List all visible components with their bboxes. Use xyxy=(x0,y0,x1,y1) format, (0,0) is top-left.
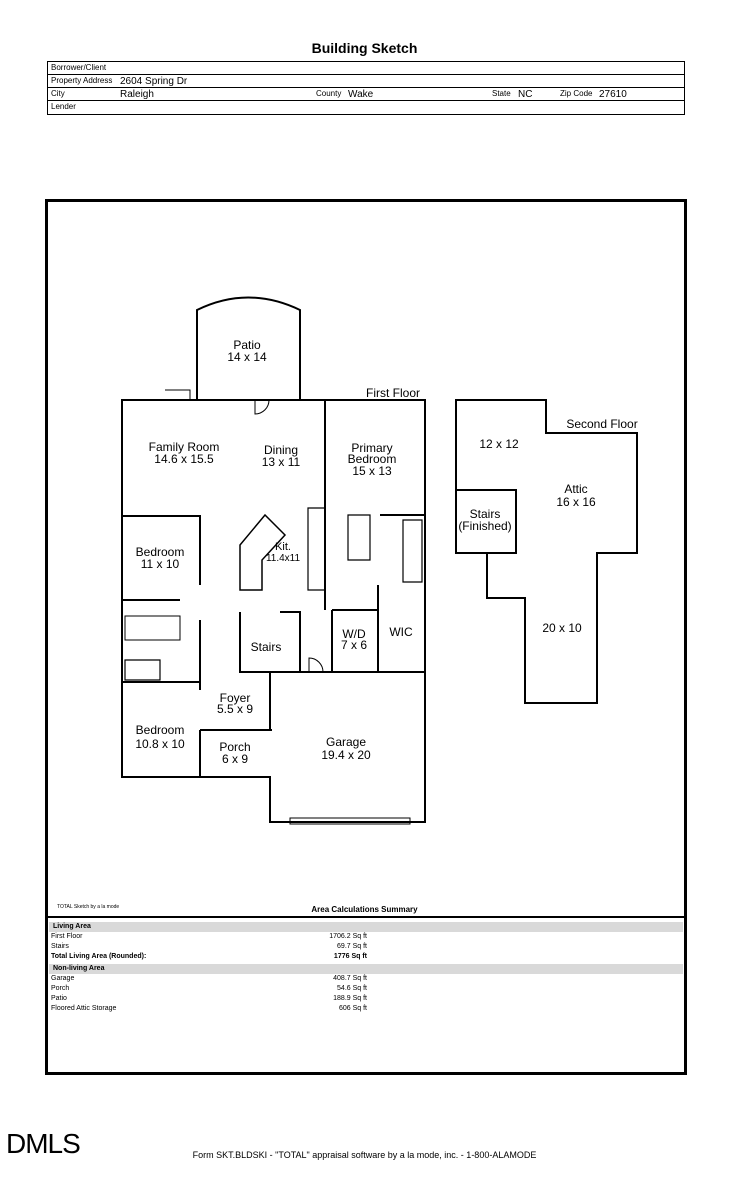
primary-dims: 15 x 13 xyxy=(352,464,392,478)
family-room-name: Family Room xyxy=(149,440,220,454)
first-floor-label: First Floor xyxy=(366,386,420,400)
dmls-logo: DMLS xyxy=(6,1128,81,1159)
dining-dims: 13 x 11 xyxy=(262,455,301,469)
zip-value: 27610 xyxy=(599,89,627,100)
county-value: Wake xyxy=(348,89,374,100)
kitchen-name: Kit. xyxy=(275,541,291,553)
address-label: Property Address xyxy=(51,76,113,85)
nonliving-row-value: 606 Sq ft xyxy=(338,1005,367,1012)
state-value: NC xyxy=(518,89,533,100)
attic-dims: 16 x 16 xyxy=(556,495,596,509)
county-label: County xyxy=(316,89,342,98)
wd-dims: 7 x 6 xyxy=(341,638,367,652)
nonliving-row-label: Floored Attic Storage xyxy=(51,1005,117,1012)
lender-label: Lender xyxy=(51,102,76,111)
primary-name: Primary xyxy=(351,441,392,455)
garage-dims: 19.4 x 20 xyxy=(321,748,371,762)
dining-name: Dining xyxy=(264,443,298,457)
zip-label: Zip Code xyxy=(560,89,593,98)
address-value: 2604 Spring Dr xyxy=(120,76,188,87)
room-12x12-dims: 12 x 12 xyxy=(479,437,519,451)
wd-name: W/D xyxy=(342,627,366,641)
foyer-dims: 5.5 x 9 xyxy=(217,702,253,716)
foyer-name: Foyer xyxy=(220,691,251,705)
city-label: City xyxy=(51,89,65,98)
page-title: Building Sketch xyxy=(311,40,418,56)
patio-dims: 14 x 14 xyxy=(227,350,267,364)
patio-name: Patio xyxy=(233,338,261,352)
bedroom2-dims: 10.8 x 10 xyxy=(135,737,185,751)
nonliving-row-value: 54.6 Sq ft xyxy=(337,985,367,992)
living-row-label: Stairs xyxy=(51,943,69,950)
state-label: State xyxy=(492,89,511,98)
patio-outline xyxy=(196,296,301,400)
second-floor-label: Second Floor xyxy=(566,417,637,431)
primary-name2: Bedroom xyxy=(348,452,397,466)
living-row-label: First Floor xyxy=(51,933,83,940)
stairs2-name2: (Finished) xyxy=(458,519,511,533)
stairs-name: Stairs xyxy=(251,640,282,654)
form-footer: Form SKT.BLDSKI - "TOTAL" appraisal soft… xyxy=(192,1150,537,1160)
living-row-value: 1706.2 Sq ft xyxy=(329,933,367,940)
bedroom1-dims: 11 x 10 xyxy=(141,557,180,571)
kitchen-dims: 11.4x11 xyxy=(266,553,301,564)
total-living-value: 1776 Sq ft xyxy=(333,953,367,960)
borrower-row: Borrower/Client xyxy=(48,62,684,75)
nonliving-row-label: Porch xyxy=(51,985,70,992)
lender-row: Lender xyxy=(48,101,684,115)
second-floor-stairs-outline xyxy=(456,489,517,554)
nonliving-row-value: 408.7 Sq ft xyxy=(333,975,367,982)
family-room-dims: 14.6 x 15.5 xyxy=(154,452,214,466)
nonliving-row-label: Patio xyxy=(51,995,67,1002)
sketch-credit: TOTAL Sketch by a la mode xyxy=(57,904,120,910)
nonliving-area-header: Non-living Area xyxy=(49,964,683,974)
floor-plan: First Floor Second Floor Patio 14 x 14 F… xyxy=(121,296,638,825)
living-area-header: Living Area xyxy=(49,922,683,932)
property-info-header: Borrower/Client Property Address 2604 Sp… xyxy=(47,61,685,115)
first-floor-outline xyxy=(121,399,426,823)
sketch-frame xyxy=(45,199,687,1075)
stairs2-name: Stairs xyxy=(470,507,501,521)
total-living-label: Total Living Area (Rounded): xyxy=(51,953,147,960)
garage-name: Garage xyxy=(326,735,366,749)
city-value: Raleigh xyxy=(120,89,154,100)
room-20x10-dims: 20 x 10 xyxy=(542,621,582,635)
porch-name: Porch xyxy=(219,740,250,754)
attic-name: Attic xyxy=(564,482,587,496)
area-summary: Living Area First Floor 1706.2 Sq ft Sta… xyxy=(47,916,685,1074)
city-row: City Raleigh County Wake State NC Zip Co… xyxy=(48,88,684,101)
nonliving-row-value: 188.9 Sq ft xyxy=(333,995,367,1002)
porch-dims: 6 x 9 xyxy=(222,752,248,766)
address-row: Property Address 2604 Spring Dr xyxy=(48,75,684,88)
summary-title: Area Calculations Summary xyxy=(311,905,418,914)
living-row-value: 69.7 Sq ft xyxy=(337,943,367,950)
bedroom1-name: Bedroom xyxy=(136,545,185,559)
borrower-label: Borrower/Client xyxy=(51,63,107,72)
wic-name: WIC xyxy=(389,625,413,639)
bedroom2-name: Bedroom xyxy=(136,723,185,737)
nonliving-row-label: Garage xyxy=(51,975,75,982)
